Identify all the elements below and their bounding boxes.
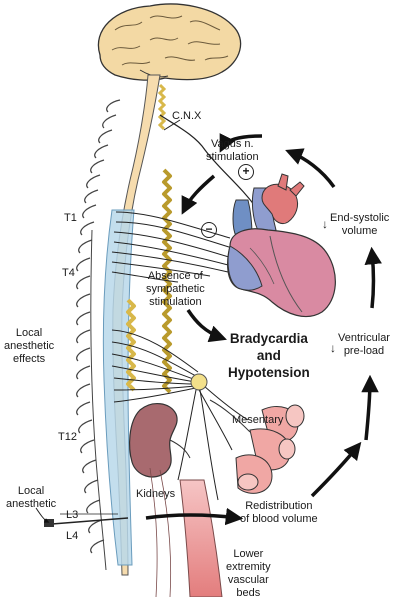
label-local-anesthetic-effects: Local anesthetic effects <box>4 327 55 365</box>
label-ventricular-preload: Ventricular pre-load <box>338 332 390 357</box>
label-cnx: C.N.X <box>172 110 202 122</box>
celiac-ganglion <box>190 373 208 391</box>
label-vagus-stimulation: Vagus n. stimulation <box>206 138 259 163</box>
lower-extremity-vessels <box>179 479 223 597</box>
label-t12: T12 <box>58 431 77 443</box>
vagus-nerve <box>159 114 259 211</box>
label-local-anesthetic: Local anesthetic <box>6 485 57 510</box>
ureter <box>169 439 191 459</box>
intestines <box>209 399 305 494</box>
csf-space <box>102 209 135 566</box>
label-absence-sympathetic: Absence of sympathetic stimulation <box>146 270 205 308</box>
plus-sign: + <box>238 164 254 180</box>
vessel-lines <box>149 467 172 597</box>
label-l3: L3 <box>66 509 79 521</box>
label-t4: T4 <box>62 267 75 279</box>
label-bradycardia-hypotension: Bradycardia and Hypotension <box>228 331 310 380</box>
minus-sign: − <box>201 222 217 238</box>
cnx-pointer <box>163 119 181 131</box>
kidney <box>129 403 178 478</box>
label-end-systolic: End-systolic volume <box>330 212 390 237</box>
flow-arrows <box>145 133 382 526</box>
splanchnic-nerves <box>111 329 249 501</box>
vertebral-column <box>76 99 121 571</box>
cardiac-sympathetic-nerves <box>111 211 233 283</box>
brain <box>97 3 242 81</box>
preload-down-arrow: ↓ <box>330 341 336 355</box>
label-mesentary: Mesentary <box>232 414 284 426</box>
end-systolic-down-arrow: ↓ <box>322 217 328 231</box>
needle <box>35 507 129 527</box>
heart <box>227 173 336 317</box>
label-kidneys: Kidneys <box>136 488 176 500</box>
label-t1: T1 <box>64 212 77 224</box>
label-l4: L4 <box>66 530 79 542</box>
label-lower-extremity: Lower extremity vascular beds <box>226 548 271 599</box>
label-redistribution: Redistribution of blood volume <box>240 500 318 525</box>
